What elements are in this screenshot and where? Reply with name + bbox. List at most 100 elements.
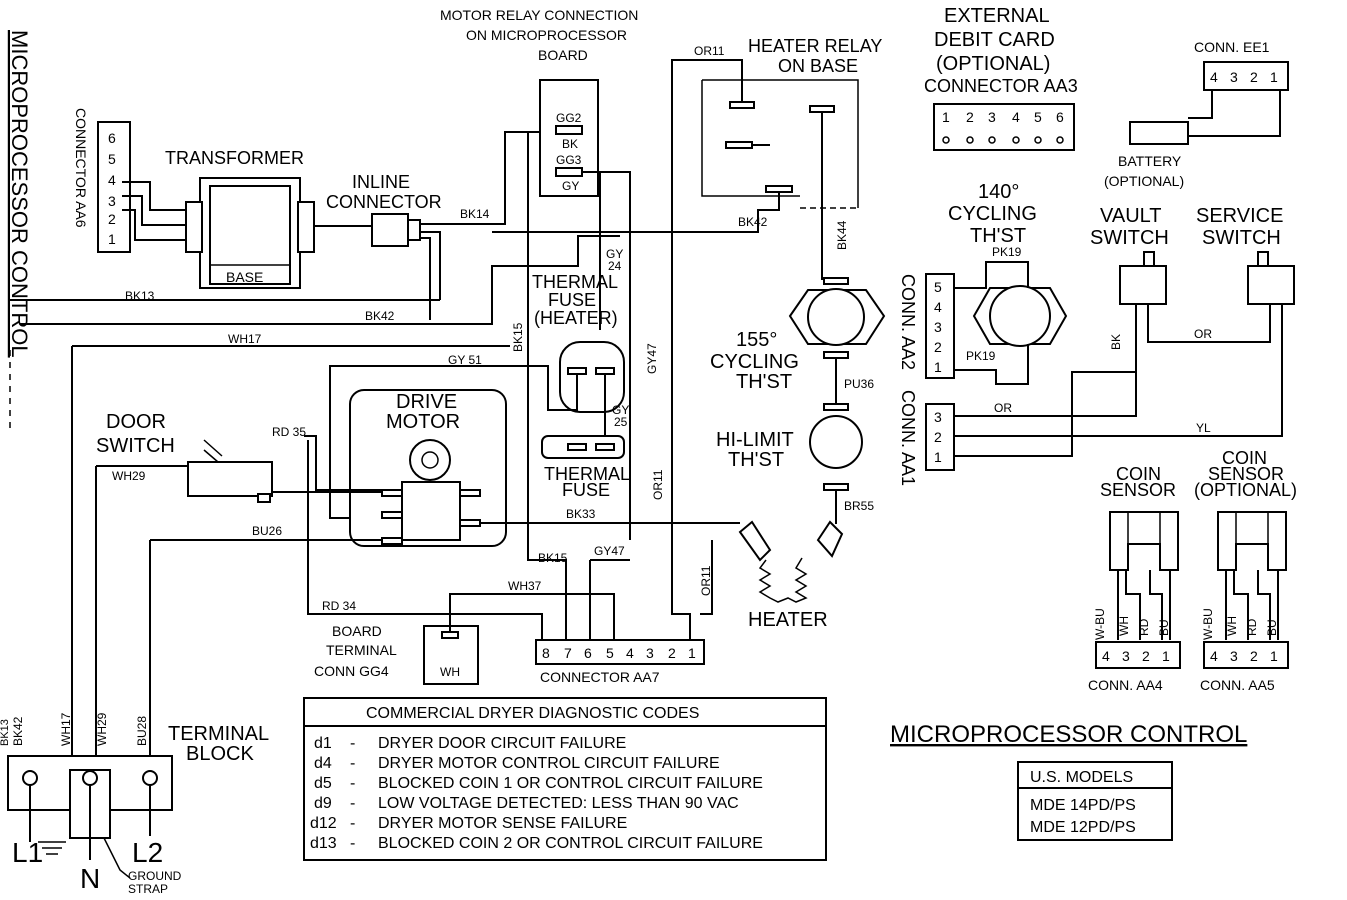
aa2-pin: 2 bbox=[934, 339, 942, 355]
service-switch-label-2: SWITCH bbox=[1202, 227, 1281, 249]
connector-aa3-label: CONNECTOR AA3 bbox=[924, 76, 1078, 96]
microprocessor-control-vertical-label: MICROPROCESSOR CONTROL bbox=[7, 30, 32, 358]
wire-bk-label: BK bbox=[1109, 334, 1123, 350]
connector-aa4-pins: 4 3 2 1 bbox=[1102, 648, 1170, 664]
diagnostic-codes-title: COMMERCIAL DRYER DIAGNOSTIC CODES bbox=[366, 705, 699, 722]
connector-aa3-pins: 1 2 3 4 5 6 bbox=[942, 109, 1064, 125]
service-switch-label-1: SERVICE bbox=[1196, 205, 1283, 227]
ee1-pin: 2 bbox=[1250, 69, 1258, 85]
cycling-155-label-2: CYCLING bbox=[710, 351, 799, 373]
door-switch-label-2: SWITCH bbox=[96, 435, 175, 457]
wire-bk15-label-a: BK15 bbox=[511, 322, 525, 352]
vault-switch bbox=[1119, 251, 1167, 305]
wire-rd-label-b: RD bbox=[1245, 618, 1259, 636]
wire-gy25-label-2: 25 bbox=[614, 415, 628, 429]
coin-sensor-label-2: SENSOR bbox=[1100, 480, 1176, 500]
aa7-pin: 1 bbox=[688, 645, 696, 661]
thermal-fuse-heater-label-3: (HEATER) bbox=[534, 308, 618, 328]
models-title: U.S. MODELS bbox=[1030, 769, 1133, 786]
heater-label: HEATER bbox=[748, 609, 828, 631]
diagnostic-sep: - bbox=[350, 755, 355, 772]
diagnostic-code: d1 bbox=[314, 735, 332, 752]
aa1-pin: 2 bbox=[934, 429, 942, 445]
thermal-fuse-heater-label-2: FUSE bbox=[548, 290, 596, 310]
diagnostic-row: d9 - LOW VOLTAGE DETECTED: LESS THAN 90 … bbox=[314, 795, 739, 812]
wire-wh29-label-a: WH29 bbox=[112, 469, 146, 483]
service-switch bbox=[1247, 251, 1295, 305]
wire-or11-label-b: OR11 bbox=[651, 469, 665, 500]
diagnostic-row: d12 - DRYER MOTOR SENSE FAILURE bbox=[310, 815, 627, 832]
connector-ee1 bbox=[1203, 61, 1289, 91]
aa3-pin: 3 bbox=[988, 109, 996, 125]
wire-bu28-label-vertical: BU28 bbox=[135, 716, 149, 746]
diagnostic-sep: - bbox=[350, 835, 355, 852]
conn-ee1-label: CONN. EE1 bbox=[1194, 39, 1270, 55]
aa6-pin: 3 bbox=[108, 193, 116, 209]
wire-pu36-label: PU36 bbox=[844, 377, 874, 391]
terminal-l1 bbox=[22, 770, 38, 786]
ee1-pin: 3 bbox=[1230, 69, 1238, 85]
models-table: U.S. MODELS MDE 14PD/PS MDE 12PD/PS bbox=[1017, 761, 1173, 841]
diagnostic-code: d5 bbox=[314, 775, 332, 792]
board-terminal-label-2: TERMINAL bbox=[326, 642, 397, 658]
gg3-label: GG3 bbox=[556, 153, 582, 167]
wire-bk42-label-a: BK42 bbox=[365, 309, 395, 323]
thermal-fuse-label-2: FUSE bbox=[562, 480, 610, 500]
diagnostic-code: d9 bbox=[314, 795, 332, 812]
hi-limit-label-2: TH'ST bbox=[728, 449, 784, 471]
thermal-fuse bbox=[541, 435, 625, 459]
cycling-140-label-1: 140° bbox=[978, 181, 1019, 203]
wire-gy24-label-2: 24 bbox=[608, 259, 622, 273]
aa3-pin: 1 bbox=[942, 109, 950, 125]
coin-sensor-optional bbox=[1217, 511, 1287, 571]
wire-bk33-label: BK33 bbox=[566, 507, 596, 521]
inline-connector bbox=[371, 213, 421, 247]
wire-bk15-label-b: BK15 bbox=[538, 551, 568, 565]
motor-relay-label-2: ON MICROPROCESSOR bbox=[466, 27, 627, 43]
coin-sensor-opt-label-3: (OPTIONAL) bbox=[1194, 480, 1297, 500]
external-debit-label-3: (OPTIONAL) bbox=[936, 53, 1050, 75]
ee1-pin: 4 bbox=[1210, 69, 1218, 85]
diagnostic-desc: DRYER DOOR CIRCUIT FAILURE bbox=[378, 735, 626, 752]
thermal-fuse-heater bbox=[559, 341, 625, 413]
diagnostic-desc: BLOCKED COIN 2 OR CONTROL CIRCUIT FAILUR… bbox=[378, 835, 763, 852]
connector-aa7-label: CONNECTOR AA7 bbox=[540, 669, 660, 685]
aa7-pin: 7 bbox=[564, 645, 572, 661]
aa3-pin: 6 bbox=[1056, 109, 1064, 125]
thermal-fuse-heater-label-1: THERMAL bbox=[532, 272, 618, 292]
transformer-label: TRANSFORMER bbox=[165, 148, 304, 168]
battery-label-1: BATTERY bbox=[1118, 153, 1182, 169]
wire-pk19-label-a: PK19 bbox=[992, 245, 1022, 259]
diagnostic-desc: BLOCKED COIN 1 OR CONTROL CIRCUIT FAILUR… bbox=[378, 775, 763, 792]
aa4-pin: 3 bbox=[1122, 648, 1130, 664]
vault-switch-label-2: SWITCH bbox=[1090, 227, 1169, 249]
wire-gy25-label-1: GY bbox=[612, 403, 629, 417]
motor-relay-label-1: MOTOR RELAY CONNECTION bbox=[440, 7, 638, 23]
terminal-l1-label: L1 bbox=[12, 837, 43, 868]
door-switch bbox=[187, 439, 273, 503]
diagnostic-sep: - bbox=[350, 815, 355, 832]
wire-wh-label-b: WH bbox=[1225, 616, 1239, 636]
drive-motor-shaft bbox=[409, 439, 451, 481]
aa4-pin: 1 bbox=[1162, 648, 1170, 664]
wire-w-bu-label-b: W-BU bbox=[1201, 608, 1215, 640]
terminal-n-label: N bbox=[80, 863, 100, 894]
gg2-bk-label: BK bbox=[562, 137, 578, 151]
aa6-pin: 5 bbox=[108, 151, 116, 167]
motor-relay-label-3: BOARD bbox=[538, 47, 588, 63]
diagnostic-codes-table: COMMERCIAL DRYER DIAGNOSTIC CODES d1 - D… bbox=[303, 697, 827, 861]
board-terminal-wh-label: WH bbox=[440, 665, 460, 679]
coin-sensor-label-1: COIN bbox=[1116, 464, 1161, 484]
wire-bk13-label: BK13 bbox=[125, 289, 155, 303]
hi-limit-thermostat bbox=[809, 403, 863, 491]
wire-bk13-label-vertical: BK13 bbox=[0, 719, 11, 746]
ground-strap-label-1: GROUND bbox=[128, 869, 182, 883]
aa6-pin: 4 bbox=[108, 172, 116, 188]
wire-bu-label-a: BU bbox=[1157, 619, 1171, 636]
wire-or11-label-c: OR11 bbox=[699, 565, 713, 596]
terminal-l2 bbox=[142, 770, 158, 786]
aa5-pin: 3 bbox=[1230, 648, 1238, 664]
aa5-pin: 4 bbox=[1210, 648, 1218, 664]
transformer bbox=[185, 177, 315, 289]
wire-or11-label-a: OR11 bbox=[694, 44, 725, 58]
